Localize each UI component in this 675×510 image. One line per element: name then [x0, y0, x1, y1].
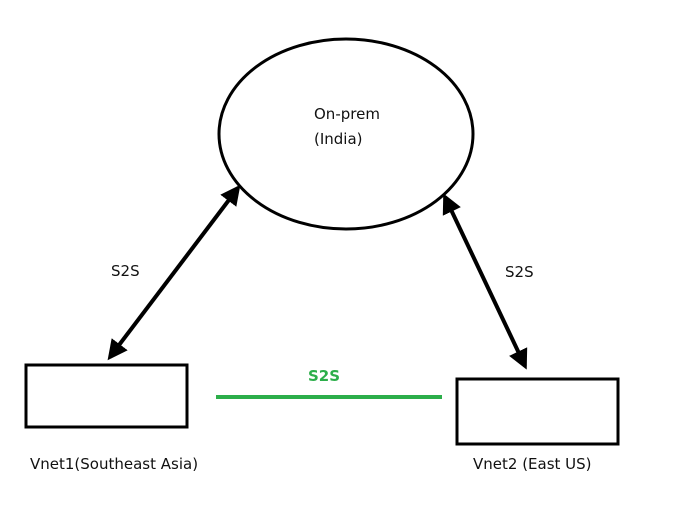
link-onprem-vnet2: S2S [442, 193, 534, 370]
vnet1-box [24, 363, 189, 429]
onprem-ellipse [217, 37, 475, 231]
link-onprem-vnet1: S2S [107, 184, 241, 361]
vnet2-node: Vnet2 (East US) [455, 377, 620, 473]
link-label-onprem-vnet1: S2S [111, 262, 140, 280]
arrow-onprem-vnet2 [442, 193, 528, 370]
onprem-label-line2: (India) [314, 130, 363, 148]
arrow-onprem-vnet1 [107, 184, 241, 361]
vnet2-box [455, 377, 620, 446]
link-vnet1-vnet2: S2S [216, 367, 442, 399]
vnet1-label: Vnet1(Southeast Asia) [30, 455, 198, 473]
vnet2-label: Vnet2 (East US) [473, 455, 592, 473]
vnet1-node: Vnet1(Southeast Asia) [24, 363, 198, 473]
onprem-label-line1: On-prem [314, 105, 380, 123]
link-label-onprem-vnet2: S2S [505, 263, 534, 281]
onprem-node: On-prem (India) [217, 37, 475, 231]
link-label-vnet1-vnet2: S2S [308, 367, 340, 385]
